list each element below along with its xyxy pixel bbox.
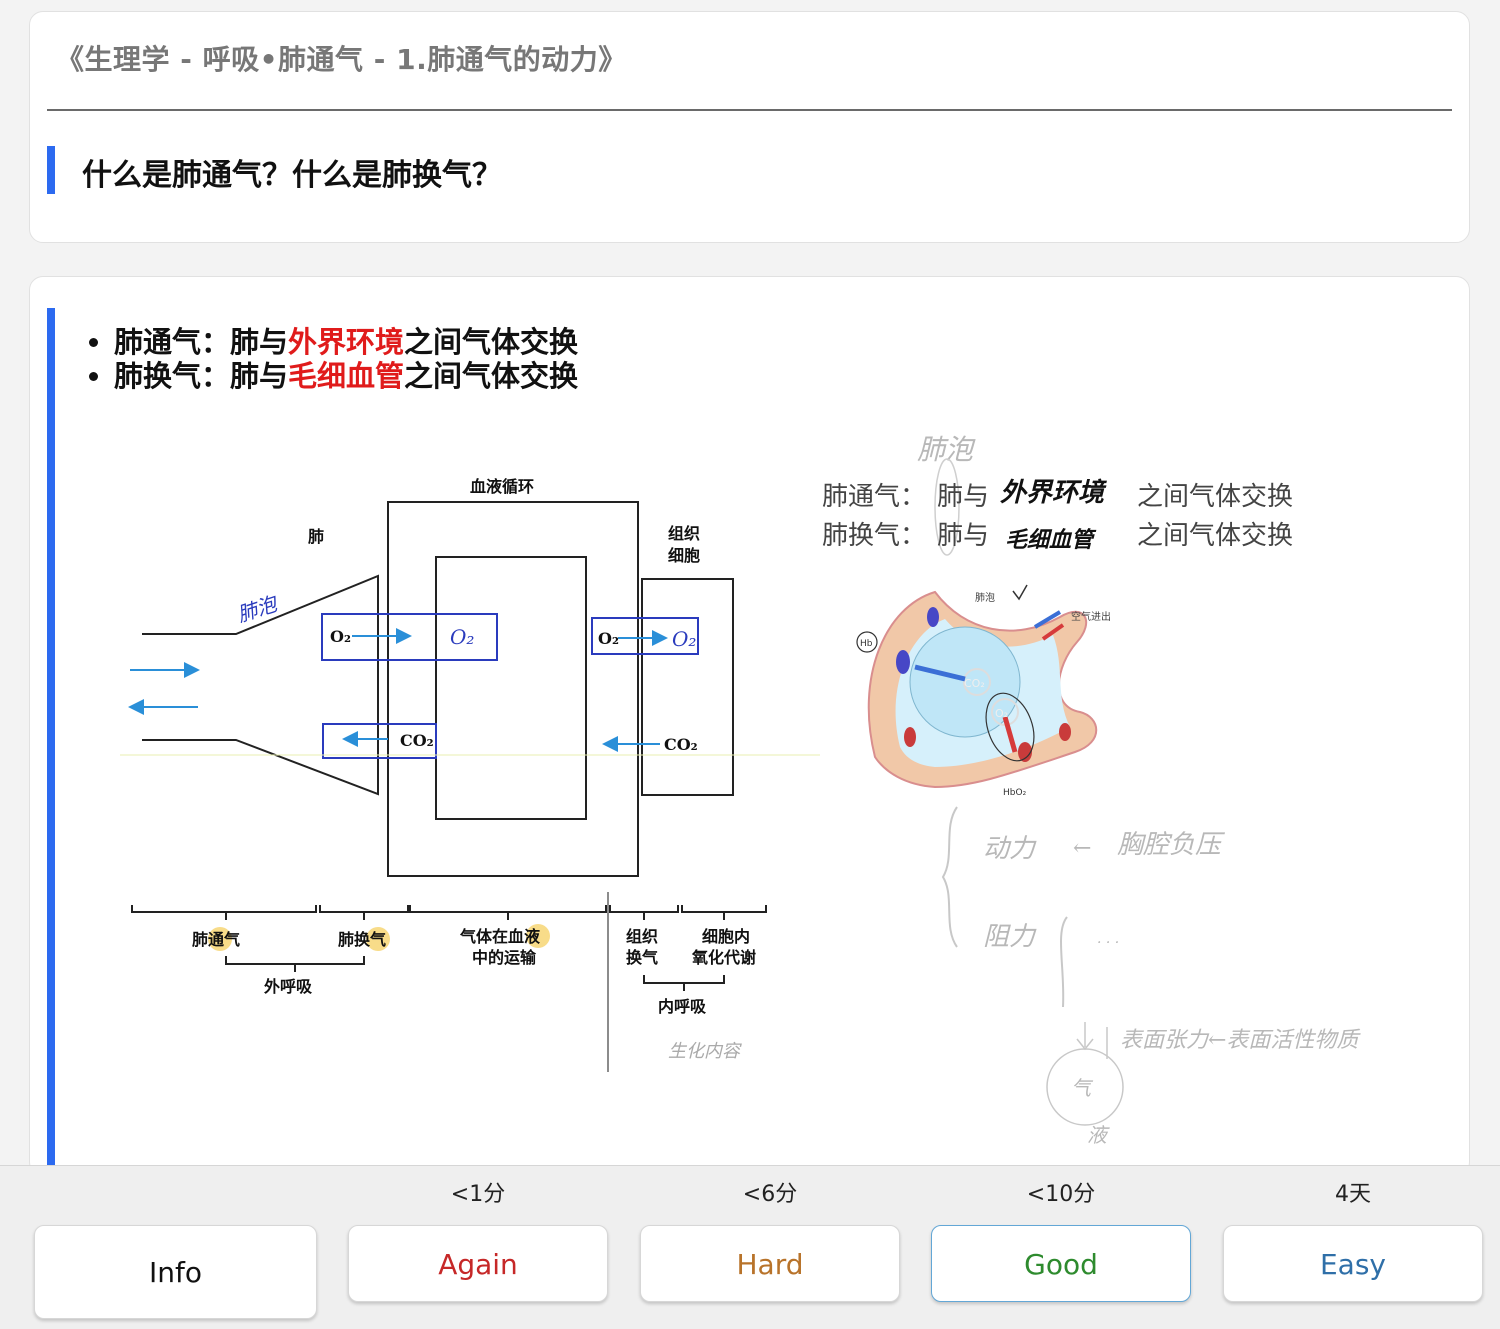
interval-again: <1分 bbox=[450, 1182, 506, 1207]
highlight-text: 外界环境 bbox=[288, 325, 405, 359]
hand-note-co2: CO₂ bbox=[964, 677, 985, 690]
hand-label-o2: O₂ bbox=[672, 627, 696, 651]
hard-button[interactable]: Hard bbox=[640, 1225, 900, 1302]
question-card: 《生理学 - 呼吸•肺通气 - 1.肺通气的动力》 什么是肺通气？什么是肺换气？ bbox=[29, 11, 1470, 243]
hand-note-negative-pressure: 胸腔负压 bbox=[1117, 830, 1226, 860]
interval-hard: <6分 bbox=[742, 1182, 798, 1207]
note-exchange-end: 之间气体交换 bbox=[1137, 521, 1293, 551]
label-stage-exchange: 肺换气 bbox=[338, 930, 386, 949]
label-blood-circulation: 血液循环 bbox=[470, 477, 534, 496]
interval-good: <10分 bbox=[1026, 1182, 1096, 1207]
blockquote-bar bbox=[47, 308, 55, 1175]
hand-note-liquid: 液 bbox=[1087, 1123, 1110, 1147]
label-tissue-cell: 细胞 bbox=[668, 546, 700, 565]
hand-label-o2: O₂ bbox=[450, 625, 474, 649]
label-stage-tissue: 换气 bbox=[626, 948, 658, 967]
label-stage-transport: 气体在血液 bbox=[459, 927, 541, 946]
hand-note-o2: O₂ bbox=[995, 707, 1008, 720]
label-stage-cell: 氧化代谢 bbox=[691, 948, 756, 967]
label-stage-ventilation: 肺通气 bbox=[192, 930, 240, 949]
hand-note-hbo2: HbO₂ bbox=[1003, 788, 1027, 798]
label-o2: O₂ bbox=[330, 627, 351, 646]
question-text: 什么是肺通气？什么是肺换气？ bbox=[82, 158, 502, 193]
label-o2: O₂ bbox=[598, 629, 619, 648]
info-button[interactable]: Info bbox=[34, 1225, 317, 1319]
divider bbox=[47, 109, 1452, 111]
hand-note-resistance: 阻力 bbox=[983, 922, 1037, 952]
hand-note-alveoli: 肺泡 bbox=[917, 433, 976, 466]
handwritten-notes: 肺泡 肺通气： 肺与 外界环境 之间气体交换 肺换气： 肺与 毛细血管 之间气体… bbox=[822, 433, 1361, 1147]
label-stage-transport: 中的运输 bbox=[472, 948, 537, 967]
answer-card: 肺通气：肺与外界环境之间气体交换 肺换气：肺与毛细血管之间气体交换 血液循 bbox=[29, 276, 1470, 1176]
label-external-respiration: 外呼吸 bbox=[263, 977, 313, 996]
blockquote-bar bbox=[47, 146, 55, 194]
note-ventilation-label: 肺通气： bbox=[822, 482, 926, 512]
answer-item-ventilation: 肺通气：肺与外界环境之间气体交换 bbox=[114, 325, 578, 359]
note-exchange-mid: 肺与 bbox=[937, 521, 989, 551]
hand-note-air-out: 空气进出 bbox=[1071, 610, 1111, 623]
hand-note-capillary: 毛细血管 bbox=[1005, 527, 1097, 553]
hand-note-alveolus: 肺泡 bbox=[975, 591, 995, 604]
hand-note-gas: 气 bbox=[1071, 1076, 1094, 1100]
lung-airway bbox=[142, 574, 379, 796]
answer-item-exchange: 肺换气：肺与毛细血管之间气体交换 bbox=[114, 359, 578, 393]
hand-note-hb: Hb bbox=[860, 639, 873, 649]
label-stage-tissue: 组织 bbox=[626, 927, 658, 946]
hand-note-arrow: ← bbox=[1073, 836, 1091, 861]
note-ventilation-end: 之间气体交换 bbox=[1137, 482, 1293, 512]
circulation-outer-box bbox=[387, 501, 639, 877]
easy-button[interactable]: Easy bbox=[1223, 1225, 1483, 1302]
hand-note-power: 动力 bbox=[983, 834, 1037, 864]
answer-list: 肺通气：肺与外界环境之间气体交换 肺换气：肺与毛细血管之间气体交换 bbox=[80, 325, 578, 393]
highlight-text: 毛细血管 bbox=[288, 359, 405, 393]
label-co2: CO₂ bbox=[664, 735, 698, 754]
again-button[interactable]: Again bbox=[348, 1225, 608, 1302]
hand-note-surface-tension: 表面张力←表面活性物质 bbox=[1120, 1028, 1361, 1053]
deck-path: 《生理学 - 呼吸•肺通气 - 1.肺通气的动力》 bbox=[56, 43, 627, 76]
hand-note-dots: · · · bbox=[1097, 935, 1119, 951]
note-exchange-label: 肺换气： bbox=[822, 521, 926, 551]
hand-label-alveoli: 肺泡 bbox=[234, 591, 281, 627]
tissue-cell-box bbox=[641, 578, 734, 796]
good-button[interactable]: Good bbox=[931, 1225, 1191, 1302]
alveolus-illustration: Hb 肺泡 空气进出 CO₂ O₂ HbO₂ bbox=[856, 584, 1111, 798]
answer-bar: <1分 <6分 <10分 4天 Info Again Hard Good Eas… bbox=[0, 1165, 1500, 1329]
label-co2: CO₂ bbox=[400, 731, 434, 750]
interval-easy: 4天 bbox=[1335, 1182, 1371, 1207]
circulation-inner-box bbox=[435, 556, 587, 820]
note-ventilation-mid: 肺与 bbox=[937, 482, 989, 512]
hand-note-external-env: 外界环境 bbox=[1000, 478, 1107, 508]
hand-label-physiology: 生化内容 bbox=[668, 1041, 742, 1062]
label-stage-cell: 细胞内 bbox=[702, 927, 750, 946]
label-tissue-cell: 组织 bbox=[668, 524, 700, 543]
label-lung: 肺 bbox=[308, 527, 324, 546]
respiration-diagram: 血液循环 肺 组织 细胞 O₂ O₂ CO₂ CO₂ 肺泡 O₂ O₂ bbox=[120, 477, 820, 1072]
label-internal-respiration: 内呼吸 bbox=[658, 997, 707, 1016]
